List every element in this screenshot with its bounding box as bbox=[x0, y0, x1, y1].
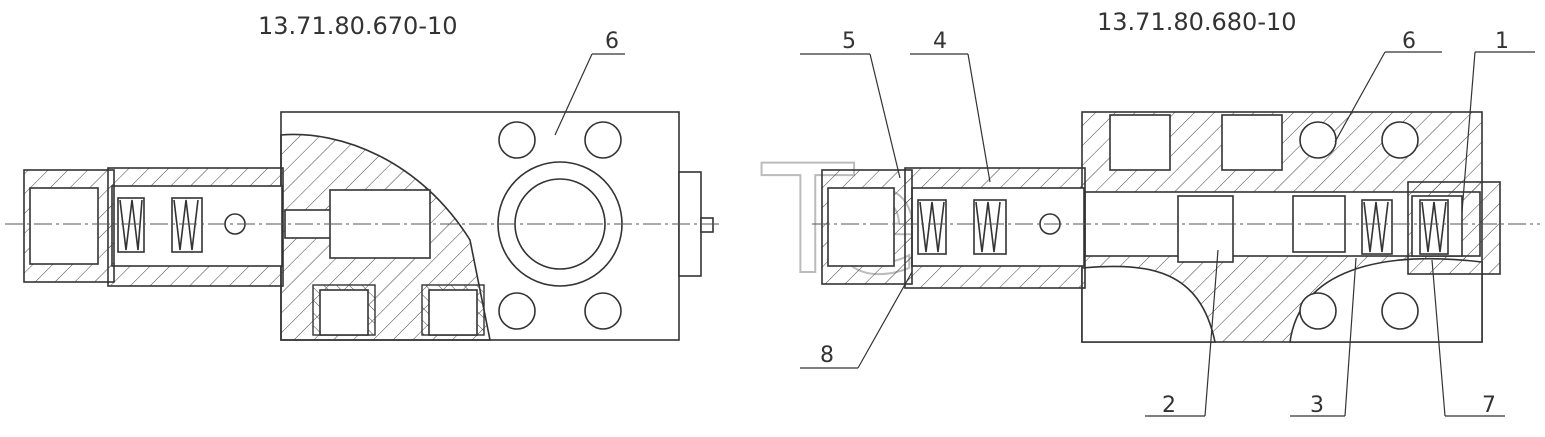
right-bolt-hole-4 bbox=[1381, 292, 1419, 330]
right-callout-3-leader bbox=[1344, 257, 1357, 417]
right-callout-2: 2 bbox=[1162, 393, 1176, 418]
left-fitting-2-nut bbox=[428, 289, 478, 336]
right-callout-7-leader bbox=[1431, 259, 1446, 417]
left-fitting-1-nut bbox=[319, 289, 369, 336]
left-bolt-hole-3 bbox=[498, 292, 536, 330]
right-spring-4b bbox=[973, 199, 1007, 255]
right-callout-6-leader bbox=[1334, 51, 1386, 143]
right-callout-6: 6 bbox=[1402, 29, 1416, 54]
left-bolt-hole-1 bbox=[498, 121, 536, 159]
left-nut-bore bbox=[29, 187, 99, 265]
right-callout-5: 5 bbox=[842, 29, 856, 54]
left-valve-drawing: 13.71.80.670-10 RM bbox=[5, 12, 720, 341]
left-callout-6: 6 bbox=[605, 29, 619, 54]
right-nut-bore bbox=[827, 187, 895, 267]
right-valve-drawing: 13.71.80.680-10 Te bbox=[760, 8, 1540, 418]
right-callout-4-leader bbox=[967, 53, 991, 183]
right-part-number: 13.71.80.680-10 bbox=[1097, 8, 1297, 36]
left-bolt-hole-4 bbox=[584, 292, 622, 330]
right-callout-8-leader bbox=[857, 271, 913, 369]
right-bolt-hole-3 bbox=[1299, 292, 1337, 330]
left-callout-6-leader bbox=[554, 53, 593, 136]
right-spring-3 bbox=[1361, 199, 1393, 255]
right-top-port-1 bbox=[1109, 114, 1171, 171]
right-spring-4a bbox=[917, 199, 947, 255]
right-spring-7 bbox=[1419, 199, 1449, 255]
right-callout-1-leader bbox=[1461, 51, 1476, 213]
right-callout-8: 8 bbox=[820, 343, 834, 368]
right-callout-4: 4 bbox=[933, 29, 947, 54]
right-bolt-hole-2 bbox=[1381, 121, 1419, 159]
left-end-plug bbox=[700, 217, 714, 233]
left-spring-2 bbox=[171, 197, 203, 253]
right-top-port-2 bbox=[1221, 114, 1283, 171]
right-body-cutaway bbox=[1081, 265, 1216, 343]
right-spool bbox=[1177, 195, 1234, 263]
left-bolt-hole-2 bbox=[584, 121, 622, 159]
right-callout-5-leader bbox=[869, 53, 901, 179]
right-callout-3: 3 bbox=[1310, 393, 1324, 418]
left-spring-1 bbox=[117, 197, 145, 253]
right-bolt-hole-1 bbox=[1299, 121, 1337, 159]
left-part-number: 13.71.80.670-10 bbox=[258, 12, 458, 40]
right-callout-2-leader bbox=[1204, 249, 1219, 417]
right-callout-1: 1 bbox=[1495, 29, 1509, 54]
right-callout-7: 7 bbox=[1482, 393, 1496, 418]
